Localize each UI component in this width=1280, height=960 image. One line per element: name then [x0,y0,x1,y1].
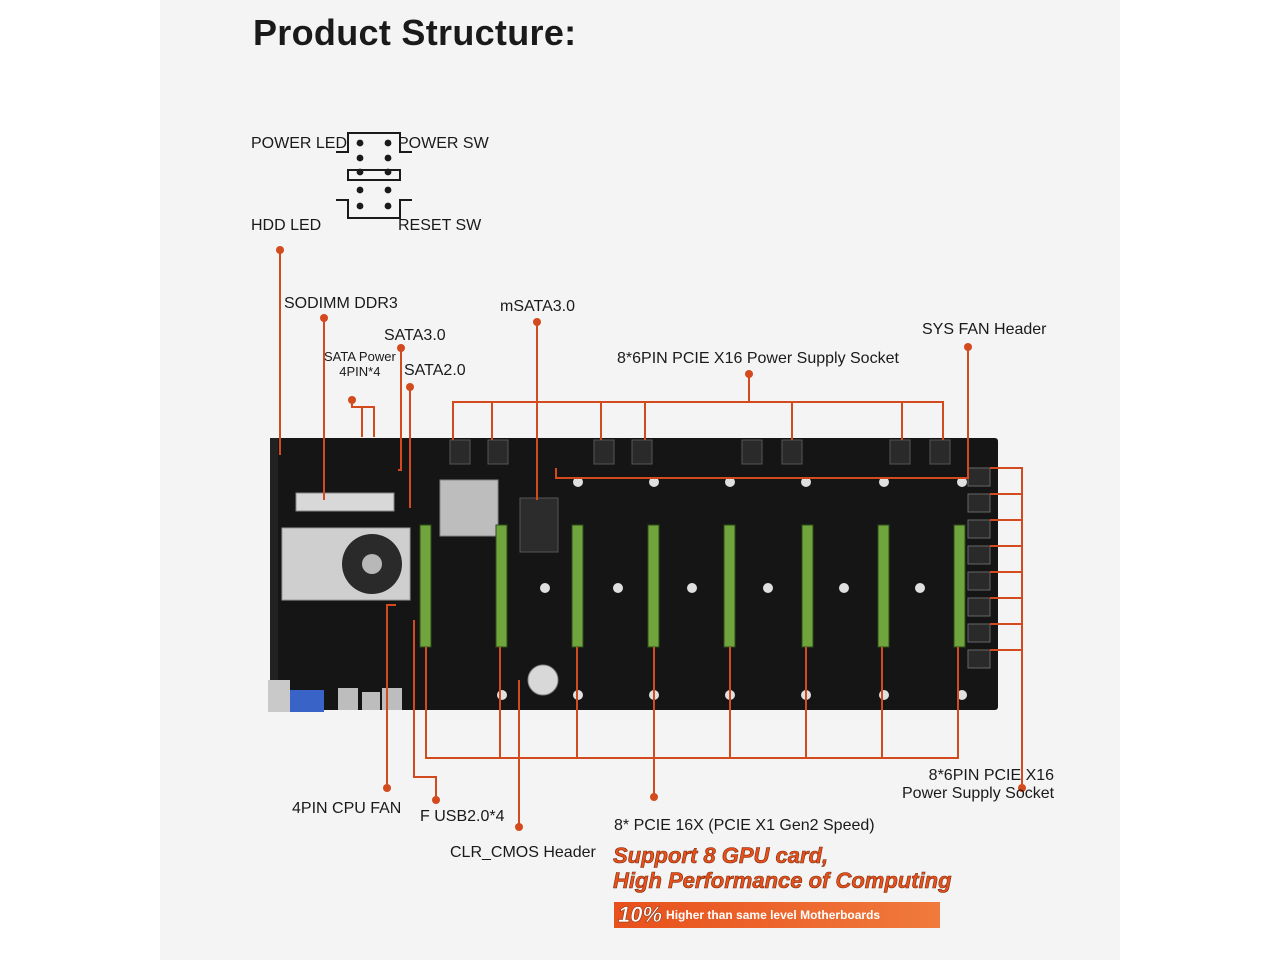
promo-badge: 10% Higher than same level Motherboards [614,902,940,928]
cpu-fan-label: 4PIN CPU FAN [292,800,402,817]
pcie-power-connectors-top [449,439,951,465]
sodimm-slot [295,492,395,512]
pcie-power-right-label: 8*6PIN PCIE X16 Power Supply Socket [902,767,1055,803]
front-panel-connector-icon [336,132,412,219]
chipset-heatsink [439,479,499,537]
reset-sw-label: RESET SW [398,217,482,234]
leader-dots [276,246,1026,831]
clr-cmos-label: CLR_CMOS Header [450,844,596,861]
pcie-power-top-label: 8*6PIN PCIE X16 Power Supply Socket [617,350,899,367]
promo-line-2: High Performance of Computing [613,868,952,894]
pcie-slots [419,524,966,648]
promo-percent: 10% [618,902,663,928]
f-usb-label: F USB2.0*4 [420,808,505,825]
power-sw-label: POWER SW [398,135,489,152]
hdd-led-label: HDD LED [251,217,322,234]
pcie-power-connectors-right [967,467,991,669]
msata-label: mSATA3.0 [500,298,575,315]
rear-io-ports [268,680,402,712]
sys-fan-label: SYS FAN Header [922,321,1047,338]
promo-tagline: Higher than same level Motherboards [666,908,881,922]
promo-line-1: Support 8 GPU card, [613,843,829,869]
motherboard [268,438,998,712]
sata-power-label: SATA Power 4PIN*4 [324,349,396,379]
page-title: Product Structure: [253,12,577,53]
sata2-label: SATA2.0 [404,362,466,379]
msata-slot [519,497,559,553]
cpu-heatsink-fan [281,527,411,601]
pcie-slots-label: 8* PCIE 16X (PCIE X1 Gen2 Speed) [614,817,875,834]
sodimm-label: SODIMM DDR3 [284,295,398,312]
leader-lines [279,250,1023,826]
cmos-battery [527,664,559,696]
sata3-label: SATA3.0 [384,327,446,344]
power-led-label: POWER LED [251,135,348,152]
